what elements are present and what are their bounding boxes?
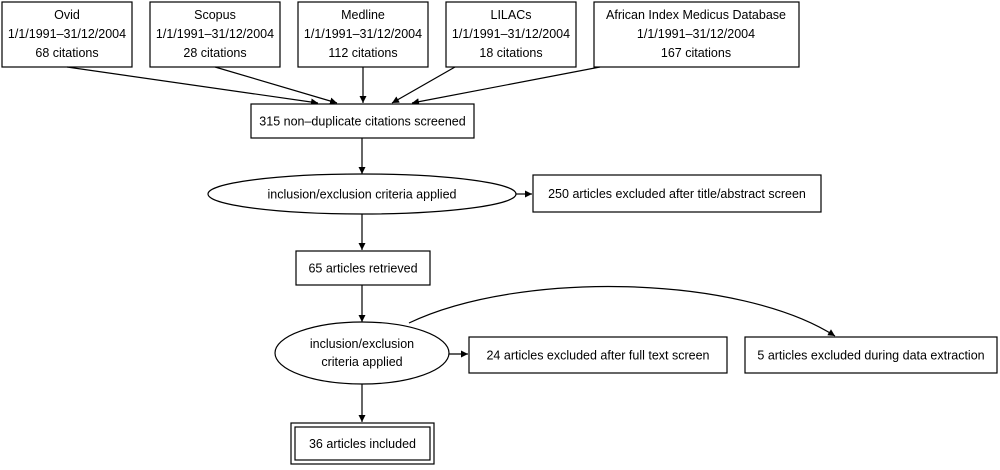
source-name: Scopus: [194, 8, 236, 22]
source-name: African Index Medicus Database: [606, 8, 786, 22]
screened-box: 315 non–duplicate citations screened: [250, 103, 475, 139]
source-name: Ovid: [54, 8, 80, 22]
screened-label: 315 non–duplicate citations screened: [259, 115, 465, 129]
source-dates: 1/1/1991–31/12/2004: [304, 27, 422, 41]
source-citations: 28 citations: [183, 46, 246, 60]
arrow-scopus-to-screened: [214, 66, 338, 105]
source-citations: 167 citations: [661, 46, 731, 60]
retrieved-label: 65 articles retrieved: [308, 262, 417, 276]
excluded-extraction-box: 5 articles excluded during data extracti…: [744, 336, 998, 374]
source-dates: 1/1/1991–31/12/2004: [156, 27, 274, 41]
included-box: 36 articles included: [290, 422, 435, 465]
source-citations: 18 citations: [479, 46, 542, 60]
criteria-1-label: inclusion/exclusion criteria applied: [268, 188, 457, 202]
source-dates: 1/1/1991–31/12/2004: [637, 27, 755, 41]
arrow-criteria-2-to-excluded-extraction: [408, 285, 836, 337]
source-medline: Medline 1/1/1991–31/12/2004 112 citation…: [297, 1, 429, 68]
source-ovid: Ovid 1/1/1991–31/12/2004 68 citations: [1, 1, 133, 68]
excluded-fulltext-label: 24 articles excluded after full text scr…: [486, 349, 709, 363]
source-scopus: Scopus 1/1/1991–31/12/2004 28 citations: [149, 1, 281, 68]
source-lilacs: LILACs 1/1/1991–31/12/2004 18 citations: [445, 1, 577, 68]
excluded-extraction-label: 5 articles excluded during data extracti…: [757, 349, 984, 363]
criteria-2-label-line2: criteria applied: [321, 355, 402, 369]
excluded-fulltext-box: 24 articles excluded after full text scr…: [468, 336, 728, 374]
source-citations: 68 citations: [35, 46, 98, 60]
excluded-title-label: 250 articles excluded after title/abstra…: [548, 187, 806, 201]
source-african-index-medicus: African Index Medicus Database 1/1/1991–…: [593, 1, 800, 68]
criteria-2-label-line1: inclusion/exclusion: [310, 337, 414, 351]
source-dates: 1/1/1991–31/12/2004: [8, 27, 126, 41]
arrow-lilacs-to-screened: [391, 66, 456, 104]
source-name: Medline: [341, 8, 385, 22]
arrow-ovid-to-screened: [66, 66, 319, 106]
excluded-title-box: 250 articles excluded after title/abstra…: [532, 174, 822, 213]
source-citations: 112 citations: [328, 46, 397, 60]
criteria-ellipse-1: inclusion/exclusion criteria applied: [207, 173, 517, 215]
source-dates: 1/1/1991–31/12/2004: [452, 27, 570, 41]
arrow-aim-to-screened: [411, 66, 601, 106]
criteria-ellipse-2: inclusion/exclusion criteria applied: [274, 321, 450, 385]
retrieved-box: 65 articles retrieved: [295, 250, 431, 286]
included-label: 36 articles included: [309, 437, 416, 451]
source-name: LILACs: [491, 8, 532, 22]
